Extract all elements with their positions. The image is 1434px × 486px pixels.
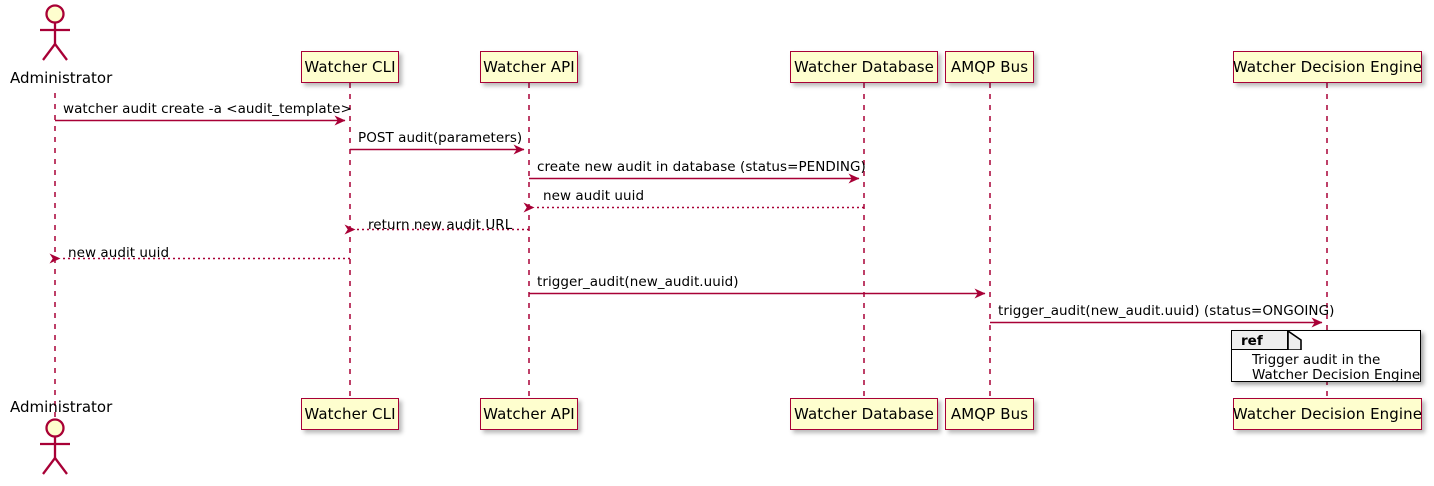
message-label-8: trigger_audit(new_audit.uuid) (status=ON… bbox=[998, 303, 1335, 319]
message-label-3: create new audit in database (status=PEN… bbox=[537, 159, 866, 175]
participant-head-label-amqp-bus: AMQP Bus bbox=[950, 57, 1029, 76]
participant-head-watcher-decision-engine[interactable]: Watcher Decision Engine bbox=[1233, 51, 1422, 83]
participant-foot-watcher-database[interactable]: Watcher Database bbox=[790, 398, 938, 430]
participant-foot-watcher-cli[interactable]: Watcher CLI bbox=[301, 398, 399, 430]
participant-foot-label-watcher-cli: Watcher CLI bbox=[304, 404, 396, 423]
participant-head-watcher-cli[interactable]: Watcher CLI bbox=[301, 51, 399, 83]
message-label-1: watcher audit create -a <audit_template> bbox=[63, 101, 352, 117]
participant-foot-amqp-bus[interactable]: AMQP Bus bbox=[945, 398, 1034, 430]
participant-head-label-watcher-cli: Watcher CLI bbox=[304, 57, 396, 76]
actor-administrator-top-figure bbox=[40, 4, 70, 61]
message-label-4: new audit uuid bbox=[543, 188, 645, 204]
ref-fragment: ref Trigger audit in the Watcher Decisio… bbox=[1231, 330, 1421, 383]
participant-head-label-watcher-decision-engine: Watcher Decision Engine bbox=[1232, 57, 1423, 76]
participant-foot-label-watcher-api: Watcher API bbox=[483, 404, 575, 423]
participant-foot-label-watcher-database: Watcher Database bbox=[793, 404, 935, 423]
ref-fragment-tab-label: ref bbox=[1241, 333, 1263, 349]
participant-foot-label-amqp-bus: AMQP Bus bbox=[950, 404, 1029, 423]
actor-administrator-bottom-figure bbox=[40, 418, 70, 475]
lifelines-group bbox=[54, 83, 1328, 420]
actor-label-administrator-top: Administrator bbox=[10, 69, 113, 87]
participant-foot-watcher-decision-engine[interactable]: Watcher Decision Engine bbox=[1233, 398, 1422, 430]
participant-head-label-watcher-database: Watcher Database bbox=[793, 57, 935, 76]
message-label-7: trigger_audit(new_audit.uuid) bbox=[537, 274, 739, 290]
participant-foot-watcher-api[interactable]: Watcher API bbox=[480, 398, 578, 430]
participant-head-watcher-api[interactable]: Watcher API bbox=[480, 51, 578, 83]
participant-head-watcher-database[interactable]: Watcher Database bbox=[790, 51, 938, 83]
participant-head-amqp-bus[interactable]: AMQP Bus bbox=[945, 51, 1034, 83]
message-label-5: return new audit URL bbox=[368, 217, 513, 233]
actor-label-administrator-bottom: Administrator bbox=[10, 398, 113, 416]
ref-fragment-text-line1: Trigger audit in the bbox=[1252, 352, 1381, 368]
ref-fragment-text-line2: Watcher Decision Engine bbox=[1252, 367, 1421, 383]
ref-fragment-tab-corner bbox=[1288, 331, 1302, 350]
message-label-2: POST audit(parameters) bbox=[358, 130, 523, 146]
participant-head-label-watcher-api: Watcher API bbox=[483, 57, 575, 76]
participant-foot-label-watcher-decision-engine: Watcher Decision Engine bbox=[1232, 404, 1423, 423]
message-label-6: new audit uuid bbox=[68, 245, 170, 261]
